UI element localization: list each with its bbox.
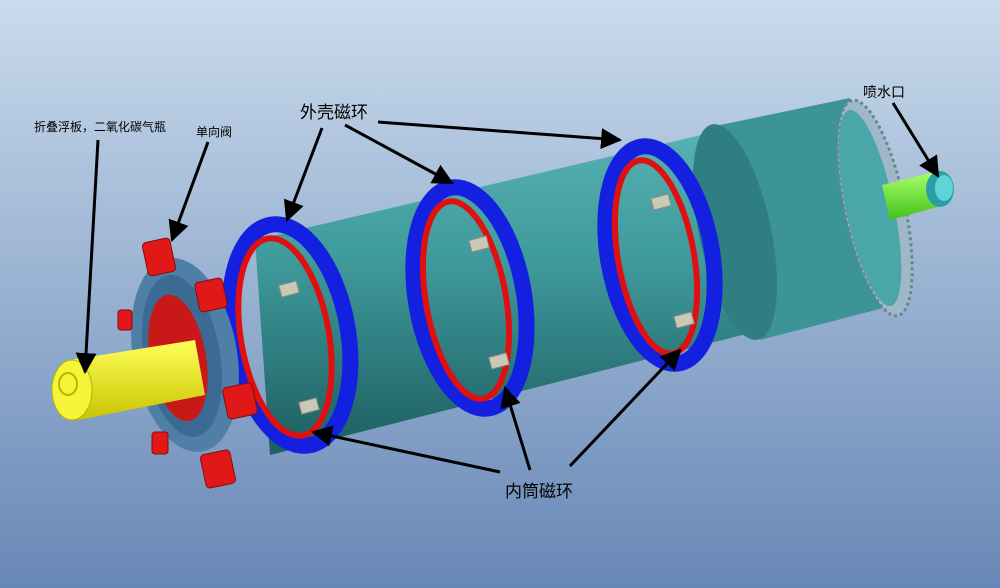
shaft: [51, 340, 205, 421]
ring-set-2: [405, 179, 535, 417]
leader-arrows: [75, 102, 940, 474]
ring-tabs: [278, 193, 695, 415]
label-outer-ring: 外壳磁环: [300, 103, 368, 123]
nozzle: [882, 171, 954, 220]
label-check-valve: 单向阀: [196, 125, 233, 139]
main-body: [255, 98, 914, 455]
label-nozzle: 喷水口: [863, 85, 905, 101]
check-valves: [117, 237, 258, 489]
label-inner-ring: 内筒磁环: [505, 482, 573, 502]
label-folding-float: 折叠浮板，二氧化碳气瓶: [34, 120, 167, 134]
